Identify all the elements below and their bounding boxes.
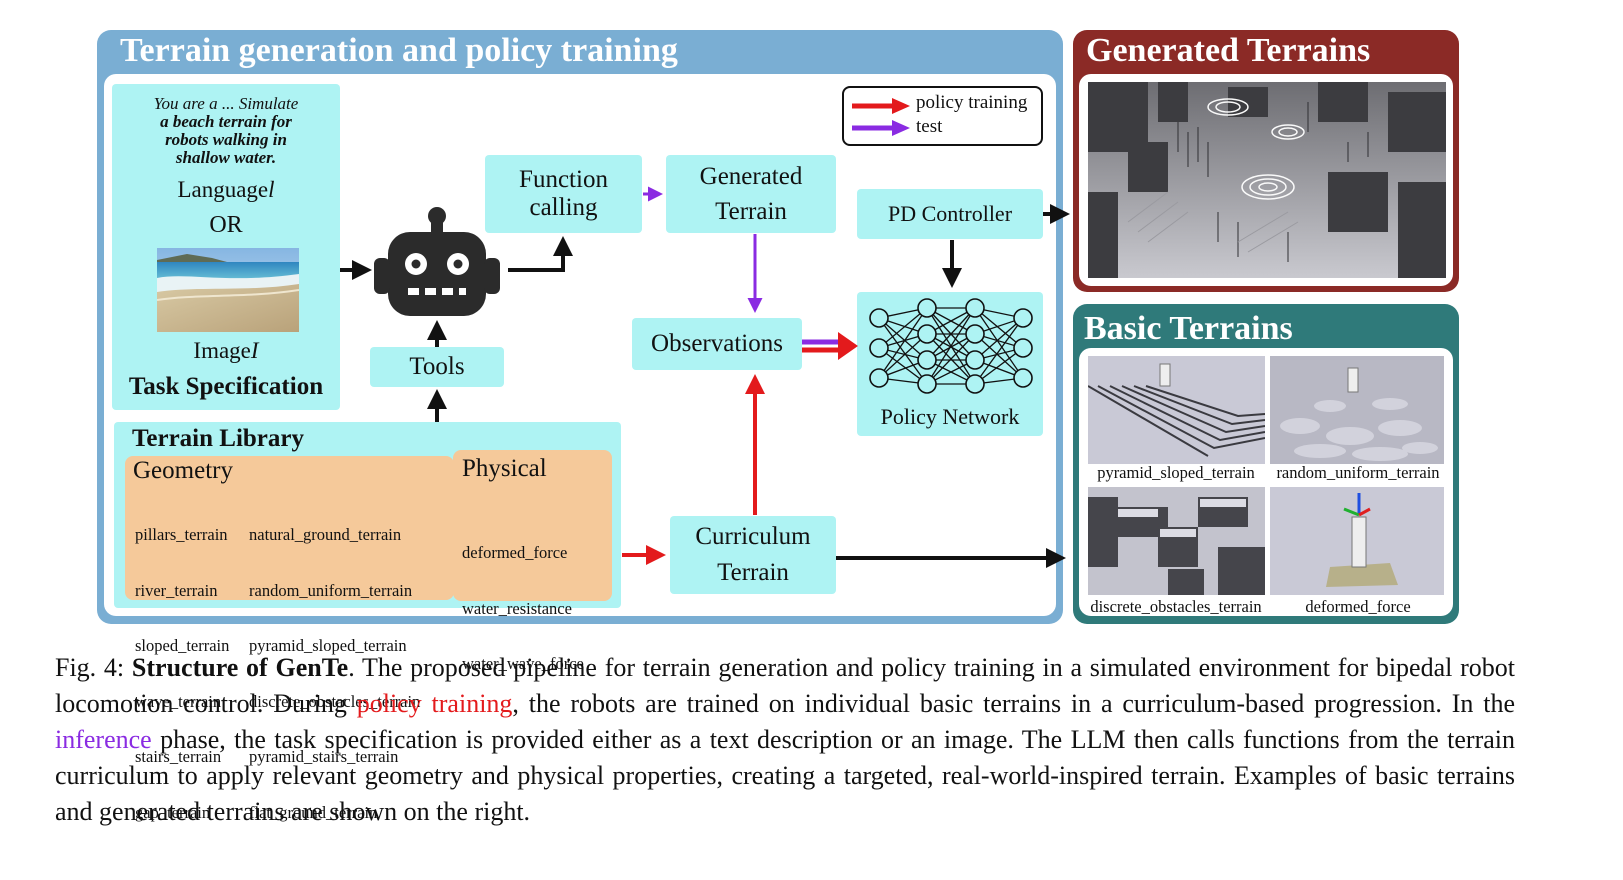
basic-terrain-label: discrete_obstacles_terrain [1090, 597, 1262, 616]
caption-text-2: , the robots are trained on individual b… [512, 689, 1515, 718]
geometry-item: discrete_obstacles_terrain [249, 691, 421, 711]
geometry-item: wave_terrain [135, 691, 222, 711]
neural-network-icon [869, 298, 1033, 394]
legend: policy training test [842, 86, 1043, 146]
function-calling-box: Function calling [485, 155, 642, 233]
basic-terrain-label: random_uniform_terrain [1276, 463, 1440, 482]
physical-list: deformed_force water_resistance water_wa… [462, 507, 584, 711]
image-var: I [250, 338, 259, 364]
legend-test: test [916, 116, 943, 137]
legend-policy-training: policy training [916, 92, 1028, 113]
geometry-item: sloped_terrain [135, 636, 230, 655]
or-label: OR [209, 212, 243, 239]
curriculum-terrain-label: Curriculum Terrain [695, 523, 811, 586]
deformed-force-thumb [1270, 487, 1444, 595]
generated-terrain-image [1088, 82, 1446, 278]
discrete-obstacles-thumb [1088, 487, 1265, 595]
caption-bold-title: Structure of GenTe [131, 653, 349, 682]
geometry-item: flat_ground_terrain [249, 802, 378, 822]
geometry-item: pyramid_sloped_terrain [249, 636, 407, 655]
geometry-item: river_terrain [135, 580, 218, 600]
geometry-list-1: pillars_terrain river_terrain sloped_ter… [135, 489, 229, 859]
function-calling-label: Function calling [519, 166, 608, 221]
curriculum-terrain-box: Curriculum Terrain [670, 516, 836, 594]
physical-box: Physical deformed_force water_resistance… [453, 450, 612, 673]
geometry-item: random_uniform_terrain [249, 580, 413, 600]
terrain-library-title: Terrain Library [132, 425, 304, 452]
pipeline-panel-title: Terrain generation and policy training [120, 32, 678, 69]
geometry-item: pyramid_stairs_terrain [249, 747, 399, 766]
basic-terrains-title: Basic Terrains [1084, 310, 1293, 347]
policy-network-label: Policy Network [880, 403, 1020, 429]
generated-terrains-title: Generated Terrains [1086, 32, 1371, 69]
task-prompt: You are a ... Simulate a beach terrain f… [116, 95, 336, 167]
language-text: Language [177, 177, 269, 203]
caption-inference-link[interactable]: inference [55, 725, 152, 754]
language-var: l [268, 177, 275, 203]
caption-fig-label: Fig. 4: [55, 653, 132, 682]
generated-terrain-box: Generated Terrain [666, 155, 836, 233]
image-text: Image [193, 338, 251, 364]
physical-item: water_wave_force [462, 654, 584, 673]
geometry-item: pillars_terrain [135, 525, 228, 544]
robot-icon [374, 206, 500, 318]
language-label: Language l [112, 175, 340, 205]
generated-terrain-label: Generated Terrain [699, 163, 803, 225]
caption-text-1: . The proposed pipeline for terrain gene… [55, 653, 1515, 718]
geometry-item: gap_terrain [135, 802, 211, 822]
task-prompt-plain: You are a ... Simulate [153, 94, 299, 113]
policy-network-box: Policy Network [857, 292, 1043, 436]
task-specification-title: Task Specification [128, 372, 324, 400]
pyramid-sloped-thumb [1088, 356, 1265, 464]
caption-text-3: phase, the task specification is provide… [55, 725, 1515, 826]
geometry-title: Geometry [133, 457, 233, 484]
random-uniform-thumb [1270, 356, 1444, 464]
physical-title: Physical [462, 455, 547, 482]
task-prompt-bold: a beach terrain for robots walking in sh… [160, 112, 292, 167]
physical-item: deformed_force [462, 543, 568, 562]
pd-controller-box: PD Controller [857, 189, 1043, 239]
observations-box: Observations [632, 318, 802, 370]
image-label: Image I [112, 336, 340, 366]
physical-item: water_resistance [462, 598, 572, 618]
beach-image [157, 248, 299, 332]
legend-arrows [852, 98, 910, 136]
caption-policy-training-link[interactable]: policy training [356, 689, 513, 718]
task-specification-box: You are a ... Simulate a beach terrain f… [112, 84, 340, 410]
tools-box: Tools [370, 347, 504, 387]
terrain-library-box: Terrain Library Geometry pillars_terrain… [114, 422, 621, 821]
geometry-item: natural_ground_terrain [249, 525, 402, 544]
geometry-list-2: natural_ground_terrain random_uniform_te… [249, 489, 420, 859]
figure-caption: Fig. 4: Structure of GenTe. The proposed… [55, 650, 1515, 830]
basic-terrain-label: pyramid_sloped_terrain [1097, 463, 1255, 482]
geometry-box: Geometry pillars_terrain river_terrain s… [125, 456, 454, 821]
basic-terrain-label: deformed_force [1305, 597, 1411, 616]
geometry-item: stairs_terrain [135, 747, 222, 766]
